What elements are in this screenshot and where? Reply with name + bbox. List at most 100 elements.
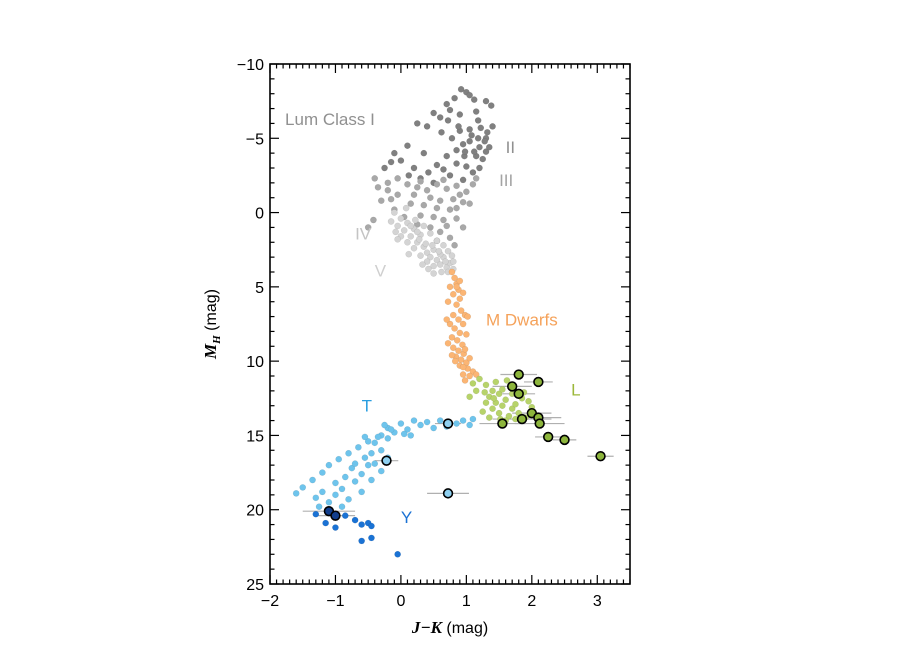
t-dwarfs-point: [397, 420, 405, 427]
subgiants-point: [466, 200, 473, 208]
l-dwarfs-point: [502, 396, 509, 404]
l-dwarfs-point: [508, 405, 516, 413]
x-tick-label: −1: [326, 593, 344, 610]
giants-point: [444, 117, 452, 124]
giants-point: [482, 97, 490, 105]
highlight-l-point: [516, 413, 528, 425]
t-dwarfs-point: [371, 460, 379, 468]
y-tick-label: 15: [246, 428, 264, 445]
y-tick-label: −10: [237, 57, 264, 74]
dwarfs-main-point: [433, 256, 441, 264]
m-dwarfs-point: [459, 371, 467, 378]
t-dwarfs-point: [384, 435, 392, 442]
region-label: T: [362, 397, 372, 416]
t-dwarfs-point: [469, 415, 477, 423]
m-dwarfs-point: [453, 301, 460, 309]
subgiants-point: [410, 191, 418, 199]
t-dwarfs-point: [345, 449, 352, 457]
dwarfs-main-point: [411, 216, 419, 224]
m-dwarfs-point: [456, 329, 464, 337]
l-dwarfs-point: [512, 400, 519, 408]
subgiants-point: [436, 228, 444, 236]
t-dwarfs-point: [351, 460, 359, 468]
dwarfs-main-point: [435, 247, 443, 255]
giants-point: [448, 134, 456, 142]
t-dwarfs-point: [407, 432, 415, 439]
dwarfs-main-point: [410, 244, 418, 252]
subgiants-point: [453, 182, 460, 190]
m-dwarfs-point: [463, 359, 470, 366]
dwarfs-main-point: [405, 250, 413, 258]
giants-point: [477, 124, 485, 132]
highlight-t-point: [442, 418, 454, 429]
highlight-l-point: [513, 388, 524, 400]
subgiants-point: [407, 200, 415, 208]
t-dwarfs-point: [299, 484, 307, 491]
y-dwarfs-point: [394, 550, 401, 558]
l-dwarfs-point: [489, 387, 496, 395]
m-dwarfs-point: [459, 289, 467, 297]
plot-frame: [269, 63, 631, 585]
error-bars-layer: [302, 373, 614, 517]
m-dwarfs-point: [466, 354, 473, 362]
m-dwarfs-point: [451, 274, 458, 282]
t-dwarfs-point: [332, 479, 339, 487]
l-dwarfs-point: [469, 380, 477, 387]
y-dwarfs-point: [358, 537, 365, 545]
x-axis-unit: (mag): [442, 620, 488, 637]
m-dwarfs-point: [444, 339, 452, 347]
giants-point: [483, 128, 491, 136]
giants-point: [443, 100, 451, 108]
t-dwarfs-point: [377, 446, 385, 454]
highlight-t-point: [442, 488, 454, 499]
subgiants-point: [374, 183, 382, 191]
dwarfs-main-point: [423, 258, 431, 265]
giants-point: [489, 123, 496, 130]
giants-point: [474, 134, 482, 142]
giants-point: [482, 148, 490, 156]
giants-point: [438, 128, 445, 136]
subgiants-point: [456, 191, 464, 199]
giants-point: [425, 169, 432, 176]
t-dwarfs-point: [325, 461, 333, 469]
dwarfs-main-point: [400, 227, 408, 234]
t-dwarfs-point: [325, 498, 333, 506]
subgiants-point: [417, 212, 424, 219]
t-dwarfs-point: [361, 433, 369, 441]
x-axis-symbol: J−K: [411, 618, 444, 637]
t-dwarfs-point: [355, 443, 362, 451]
l-dwarfs-point: [482, 381, 490, 389]
giants-point: [469, 169, 477, 176]
y-tick-label: 0: [255, 206, 264, 223]
subgiants-point: [451, 241, 458, 249]
subgiants-point: [417, 178, 424, 185]
m-dwarfs-point: [464, 313, 472, 320]
x-tick-label: 1: [462, 593, 471, 610]
m-dwarfs-point: [451, 325, 458, 332]
dwarfs-main-point: [392, 228, 400, 236]
t-dwarfs-point: [377, 467, 385, 475]
t-dwarfs-point: [400, 430, 408, 438]
giants-point: [466, 126, 473, 133]
l-dwarfs-point: [479, 408, 487, 416]
t-dwarfs-point: [312, 494, 320, 502]
giants-point: [404, 142, 411, 150]
subgiants-point: [443, 222, 451, 230]
subgiants-point: [453, 215, 460, 222]
t-dwarfs-point: [371, 439, 379, 447]
y-dwarfs-point: [368, 522, 375, 530]
giants-point: [453, 160, 460, 167]
highlight-y-point: [330, 510, 341, 521]
subgiants-point: [377, 197, 385, 205]
giants-point: [459, 140, 467, 148]
l-dwarfs-point: [466, 393, 473, 401]
y-tick-label: −5: [246, 131, 264, 148]
m-dwarfs-point: [453, 336, 461, 344]
subgiants-point: [423, 186, 431, 194]
giants-point: [453, 146, 460, 154]
m-dwarfs-point: [448, 268, 456, 276]
m-dwarfs-point: [443, 316, 451, 323]
dwarfs-main-point: [449, 258, 457, 265]
t-dwarfs-point: [459, 417, 467, 424]
t-dwarfs-point: [430, 424, 437, 432]
